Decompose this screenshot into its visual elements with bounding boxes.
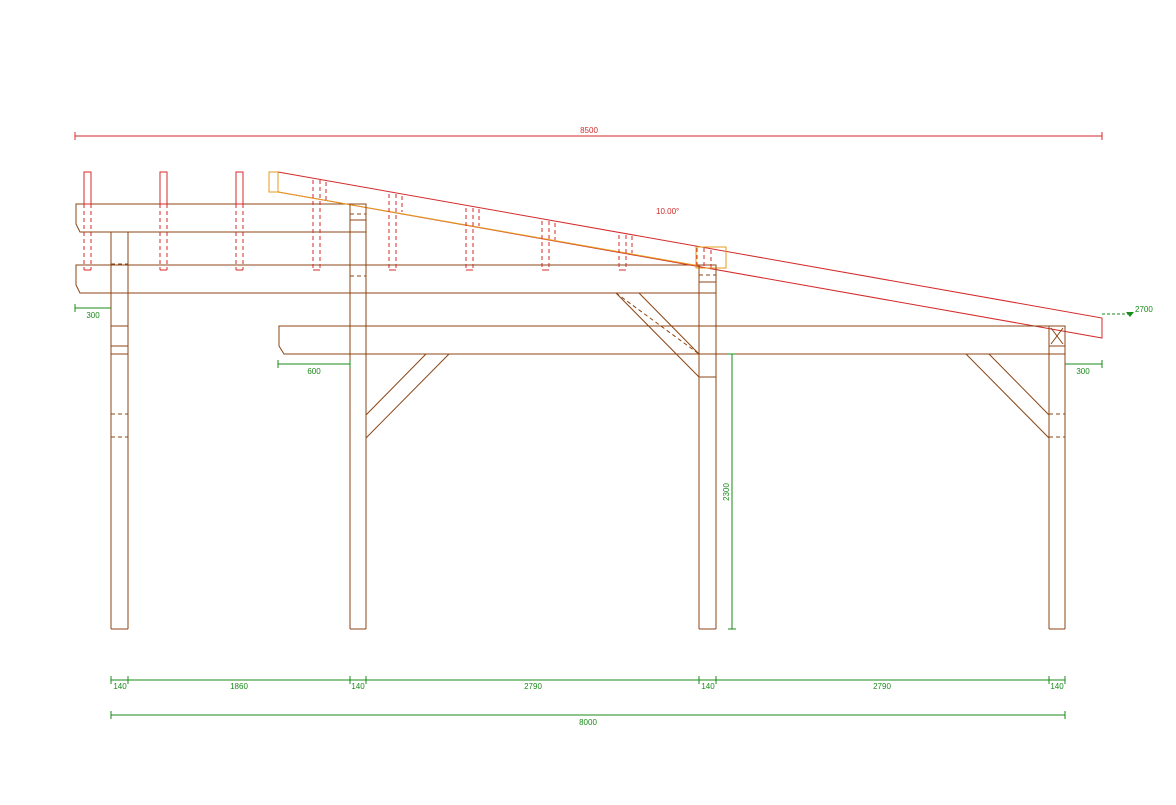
dimension-overhang-right: 300 [1065,360,1103,376]
bay-1-label: 1860 [230,682,248,691]
roof-purlin-3 [465,208,480,271]
post-width-4-label: 140 [1050,682,1064,691]
dimension-overall-bottom: 8000 [110,711,1066,727]
pergola-slat-1 [83,171,92,271]
post-4 [1048,326,1066,630]
eave-height-marker: 2700 [1102,305,1153,317]
roof-angle-label: 10.00° [656,207,679,216]
dimension-post-height: 2300 [722,353,736,630]
post-width-1-label: 140 [113,682,127,691]
roof-purlin-2 [388,194,403,271]
dimension-overhang-left: 300 [74,304,111,320]
eave-height-label: 2700 [1135,305,1153,314]
post-1 [110,232,129,630]
overhang-mid-label: 600 [307,367,321,376]
dimension-overall-bottom-label: 8000 [579,718,597,727]
brace-right-post-4 [965,353,1050,439]
dimension-overhang-mid: 600 [277,360,351,376]
bay-2-label: 2790 [524,682,542,691]
roof-purlin-4 [541,221,556,271]
post-width-3-label: 140 [701,682,715,691]
brace-left-post-2 [365,353,450,439]
roof-purlin-5 [618,235,633,271]
bay-3-label: 2790 [873,682,891,691]
post-2 [349,204,367,630]
brace-upper-post-3 [615,292,700,378]
overhang-right-label: 300 [1076,367,1090,376]
roof-purlin-1 [312,180,327,271]
roof-purlins [312,180,727,271]
post-width-2-label: 140 [351,682,365,691]
post-3 [698,265,717,630]
dimension-overall-top-label: 8500 [580,126,598,135]
post-height-label: 2300 [722,483,731,501]
pergola-slat-3 [235,171,244,271]
pergola-slat-2 [159,171,168,271]
overhang-left-label: 300 [86,311,100,320]
dimension-overall-top: 8500 [74,126,1103,140]
dimension-chain-bottom: 140 1860 140 2790 140 2790 140 [110,676,1066,691]
roof-rafter [268,171,1103,339]
roof-purlin-6 [695,246,727,269]
pergola-lower-beam [75,264,717,294]
pergola-upper-beam [75,203,367,233]
